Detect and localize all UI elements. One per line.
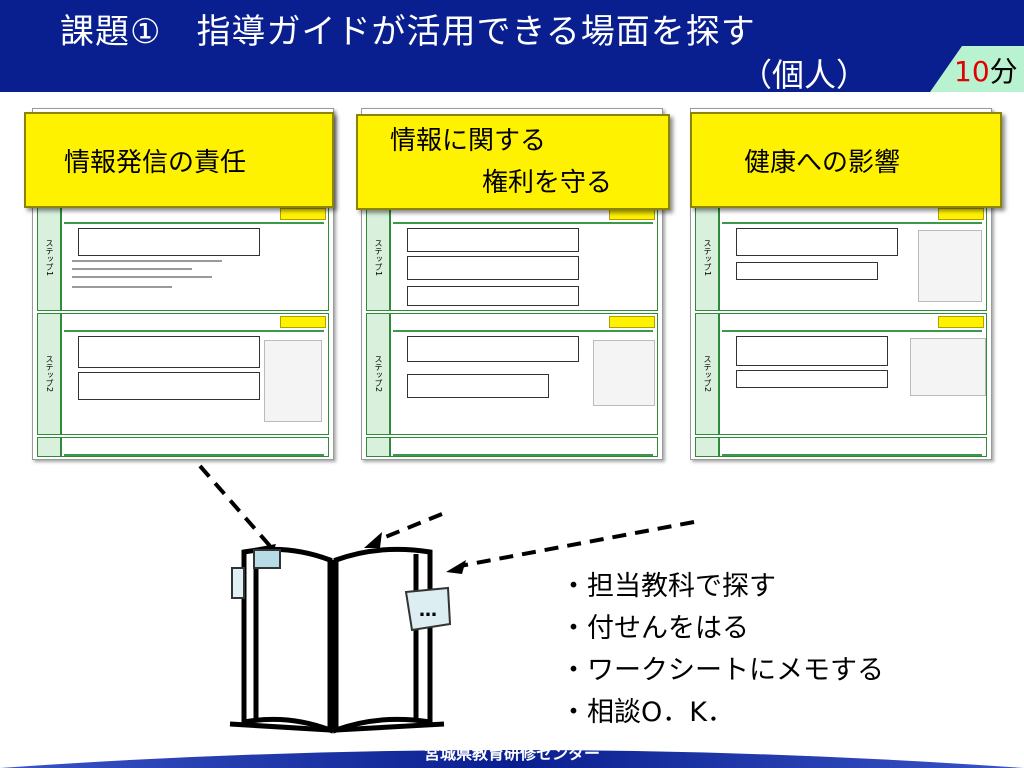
step-side-label: ステップ2 [38,314,62,434]
open-book-icon: … [229,546,452,734]
svg-text:…: … [419,600,437,621]
step-block-1: ステップ1 [37,205,329,311]
step-textbox [407,286,579,306]
step-textbox [407,374,549,398]
step-textbox [78,372,260,400]
thumbnail-image [918,230,982,302]
step-heading [64,316,324,332]
banner-information-responsibility: 情報発信の責任 [24,112,334,208]
slide-subtitle: （個人） [740,56,869,94]
guide-page-3[interactable]: ステップ1 ステップ2 [690,108,992,460]
step-text-line [72,268,192,270]
timer-number: 10 [954,55,990,88]
step-textbox [736,262,878,280]
timer-tab-shape [930,46,1024,92]
step-side-label [696,438,720,456]
step-heading [722,208,982,224]
step-side-label: ステップ1 [367,206,391,310]
arrow-from-card-3 [459,520,695,568]
instruction-item-sticky: ・付せんをはる [560,613,749,644]
footer-bar [0,750,1024,768]
banner-label: 権利を守る [482,168,613,198]
step-tag [280,316,326,328]
step-block-1: ステップ1 [366,205,658,311]
arrow-from-card-2 [377,512,443,542]
instruction-item-consult: ・相談O．K． [560,697,734,728]
step-text-line [72,276,212,278]
thumbnail-image [593,340,655,406]
step-block-2: ステップ2 [366,313,658,435]
step-side-label: ステップ1 [38,206,62,310]
banner-label: 健康への影響 [744,148,901,178]
step-heading [393,316,653,332]
step-text-line [72,286,172,288]
step-textbox [78,336,260,368]
step-heading [722,440,982,456]
banner-label: 情報に関する [390,126,547,156]
step-tag [609,316,655,328]
step-textbox [78,228,260,256]
slide-header [0,0,1024,92]
thumbnail-image [264,340,322,422]
sticky-note-icon: … [404,586,452,632]
thumbnail-chart [910,338,986,396]
step-side-label: ステップ2 [696,314,720,434]
step-block-3 [37,437,329,457]
instruction-list: ・担当教科で探す ・付せんをはる ・ワークシートにメモする ・相談O．K． [560,566,884,734]
step-tag [938,208,984,220]
step-textbox [736,228,898,256]
step-heading [64,440,324,456]
timer-unit: 分 [989,55,1018,88]
step-side-label [367,438,391,456]
step-textbox [736,336,888,366]
instruction-item-worksheet: ・ワークシートにメモする [560,655,884,686]
step-textbox [407,336,579,362]
guide-page-2[interactable]: ステップ1 ステップ2 [361,108,663,460]
step-textbox [407,256,579,280]
step-tag [938,316,984,328]
step-side-label [38,438,62,456]
step-block-2: ステップ2 [695,313,987,435]
step-heading [393,440,653,456]
step-heading [722,316,982,332]
step-text-line [72,260,222,262]
step-heading [64,208,324,224]
footer-organization: 宮城県教育研修センター [423,744,600,763]
instruction-item-subject: ・担当教科で探す [560,571,776,602]
step-textbox [736,370,888,388]
step-heading [393,208,653,224]
banner-label: 情報発信の責任 [64,148,247,178]
slide-title: 課題① 指導ガイドが活用できる場面を探す [60,12,756,52]
step-textbox [407,228,579,252]
step-tag [280,208,326,220]
step-block-3 [695,437,987,457]
timer-label: 10分 [954,50,1018,90]
arrow-from-card-1 [198,464,272,548]
step-side-label: ステップ1 [696,206,720,310]
step-block-1: ステップ1 [695,205,987,311]
banner-health-impact: 健康への影響 [690,112,1002,208]
step-block-2: ステップ2 [37,313,329,435]
step-side-label: ステップ2 [367,314,391,434]
step-block-3 [366,437,658,457]
banner-information-rights: 情報に関する 権利を守る [356,114,670,210]
sticky-note-icon [253,549,281,569]
